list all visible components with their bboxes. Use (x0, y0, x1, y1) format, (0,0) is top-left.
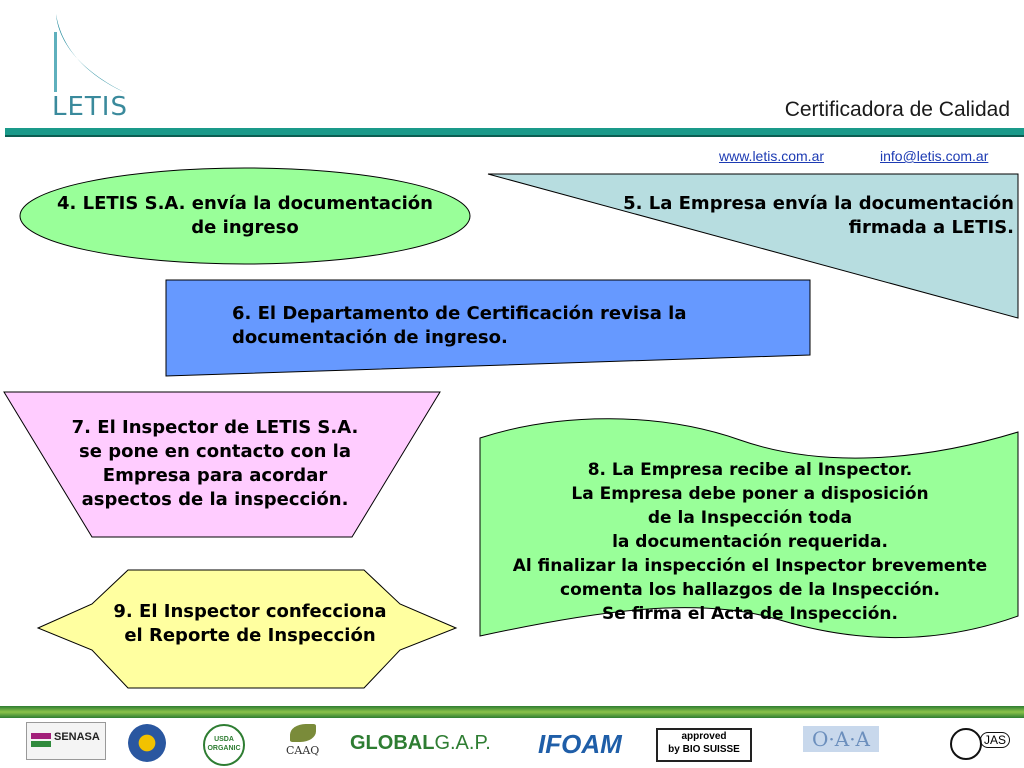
caaq-leaf-icon (290, 724, 316, 742)
step6-line2: documentación de ingreso. (232, 327, 508, 348)
step7-trapezoid (3, 391, 441, 538)
header-bar-shadow (5, 135, 1024, 137)
footer-band (0, 706, 1024, 718)
step9-hexagon (36, 569, 458, 689)
argentina-organic-seal-icon (128, 724, 166, 762)
step9-line1: 9. El Inspector confecciona (113, 601, 387, 622)
tagline: Certificadora de Calidad (784, 98, 1010, 121)
letis-logo-mark (54, 14, 128, 94)
email-link[interactable]: info@letis.com.ar (880, 148, 989, 164)
step5-line1: 5. La Empresa envía la documentación (623, 193, 1014, 214)
step8-line5: Al finalizar la inspección el Inspector … (512, 556, 988, 576)
caaq-label: CAAQ (286, 744, 320, 757)
step6-text: 6. El Departamento de Certificación revi… (232, 302, 792, 350)
footer-logos: SENASA USDA ORGANIC CAAQ GLOBALG.A.P. IF… (0, 720, 1024, 768)
step8-line2: La Empresa debe poner a disposición (571, 484, 929, 504)
step8-line7: Se firma el Acta de Inspección. (602, 604, 898, 624)
ifoam-logo: IFOAM (538, 729, 622, 759)
step7-line4: aspectos de la inspección. (81, 489, 349, 510)
step7-line1: 7. El Inspector de LETIS S.A. (71, 417, 359, 438)
step9-text: 9. El Inspector confecciona el Reporte d… (92, 600, 408, 648)
jas-label: JAS (980, 732, 1011, 748)
globalgap-bold: GLOBAL (350, 732, 435, 754)
jas-logo: JAS (950, 728, 1011, 760)
step4-text: 4. LETIS S.A. envía la documentación de … (30, 192, 460, 240)
step6-rectangle (165, 279, 811, 377)
step7-text: 7. El Inspector de LETIS S.A. se pone en… (20, 416, 410, 512)
senasa-logo: SENASA (26, 722, 106, 760)
biosuisse-line2: by BIO SUISSE (668, 744, 740, 755)
step8-line3: de la Inspección toda (647, 508, 853, 528)
biosuisse-line1: approved (681, 731, 727, 742)
usda-label: USDA ORGANIC (207, 736, 241, 752)
step6-line1: 6. El Departamento de Certificación revi… (232, 303, 687, 324)
senasa-label: SENASA (54, 731, 100, 743)
step9-line2: el Reporte de Inspección (124, 625, 376, 646)
step8-line4: la documentación requerida. (612, 532, 888, 552)
step4-ellipse (19, 167, 471, 265)
step5-text: 5. La Empresa envía la documentación fir… (560, 192, 1014, 240)
step7-line3: Empresa para acordar (102, 465, 328, 486)
bio-suisse-badge: approved by BIO SUISSE (656, 728, 752, 762)
globalgap-logo: GLOBALG.A.P. (350, 732, 491, 755)
step8-wave-shape (479, 418, 1019, 638)
step5-triangle (487, 173, 1019, 319)
step4-line2: de ingreso (191, 217, 299, 238)
caaq-logo: CAAQ (282, 722, 326, 766)
step8-line1: 8. La Empresa recibe al Inspector. (587, 460, 913, 480)
logo-text: LETIS (52, 92, 128, 122)
step8-line6: comenta los hallazgos de la Inspección. (560, 580, 940, 600)
usda-organic-icon: USDA ORGANIC (203, 724, 245, 766)
oaa-logo: O·A·A (803, 726, 879, 752)
website-link[interactable]: www.letis.com.ar (719, 148, 825, 164)
step4-line1: 4. LETIS S.A. envía la documentación (57, 193, 433, 214)
step5-line2: firmada a LETIS. (848, 217, 1014, 238)
header-bar (5, 128, 1024, 135)
step8-text: 8. La Empresa recibe al Inspector. La Em… (482, 458, 1018, 626)
jas-globe-icon (950, 728, 982, 760)
step7-line2: se pone en contacto con la (79, 441, 351, 462)
globalgap-rest: G.A.P. (434, 732, 491, 754)
